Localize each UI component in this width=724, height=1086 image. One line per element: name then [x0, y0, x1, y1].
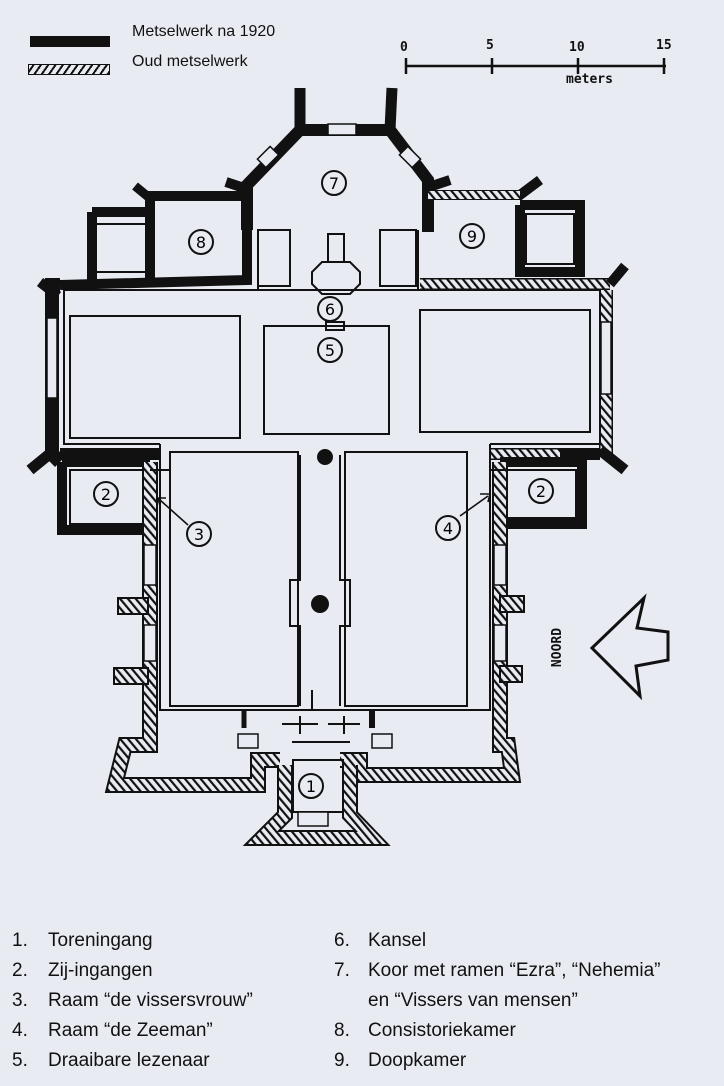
room-marker-2-left-text: 2 — [101, 485, 111, 504]
room-marker-4-text: 4 — [443, 519, 453, 538]
key-number: 9. — [334, 1050, 350, 1071]
room-marker-6-text: 6 — [325, 300, 335, 319]
legend-label-new: Metselwerk na 1920 — [132, 23, 276, 40]
column-north — [317, 449, 333, 465]
key-item: 7. Koor met ramen “Ezra”, “Nehemia” — [334, 956, 724, 986]
key-number: 5. — [12, 1050, 28, 1071]
key-text: Toreningang — [48, 930, 153, 951]
key-number: 6. — [334, 930, 350, 951]
scale-tick-5: 5 — [486, 38, 494, 53]
scale-unit: meters — [566, 72, 613, 87]
interior-outlines — [63, 229, 601, 743]
key-text: Draaibare lezenaar — [48, 1050, 210, 1071]
key-right: 6. Kansel 7. Koor met ramen “Ezra”, “Nehem… — [334, 926, 724, 1076]
key-number: 2. — [12, 960, 28, 981]
room-marker-2-right: 2 — [528, 478, 554, 504]
key-number: 3. — [12, 990, 28, 1011]
room-marker-2-right-text: 2 — [536, 482, 546, 501]
key-item: 9. Doopkamer — [334, 1046, 724, 1076]
key-text: Koor met ramen “Ezra”, “Nehemia” — [368, 960, 661, 981]
key-item: 1. Toreningang — [12, 926, 253, 956]
room-marker-5-text: 5 — [325, 341, 335, 360]
key-number: 1. — [12, 930, 28, 951]
north-arrow-icon — [589, 593, 670, 701]
window-pointers — [156, 493, 492, 526]
key-text: Raam “de vissersvrouw” — [48, 990, 253, 1011]
room-marker-8-text: 8 — [196, 233, 206, 252]
room-marker-3: 3 — [186, 521, 212, 547]
column-south — [311, 595, 329, 613]
baptism-room-walls — [420, 176, 629, 290]
nave-walls — [104, 462, 525, 793]
compass-label: NOORD — [550, 627, 566, 668]
room-marker-9-text: 9 — [467, 227, 477, 246]
room-marker-1-text: 1 — [306, 777, 316, 796]
key-text: en “Vissers van mensen” — [368, 990, 578, 1011]
key-left: 1. Toreningang 2. Zij-ingangen 3. Raam “de … — [12, 926, 253, 1076]
transept-walls — [26, 278, 629, 475]
legend-swatch-new — [30, 36, 110, 47]
room-marker-4: 4 — [435, 515, 461, 541]
room-marker-7: 7 — [321, 170, 347, 196]
key-item: 6. Kansel — [334, 926, 724, 956]
key-item: 5. Draaibare lezenaar — [12, 1046, 253, 1076]
tower-walls — [237, 710, 393, 846]
consistory-room-walls — [59, 182, 252, 290]
room-marker-1: 1 — [298, 773, 324, 799]
key-text: Consistoriekamer — [368, 1020, 516, 1041]
scale-tick-0: 0 — [400, 40, 408, 55]
room-marker-8: 8 — [188, 229, 214, 255]
room-marker-6: 6 — [317, 296, 343, 322]
key-number: 7. — [334, 960, 350, 981]
key-item: 4. Raam “de Zeeman” — [12, 1016, 253, 1046]
key-number: 8. — [334, 1020, 350, 1041]
legend-label-old: Oud metselwerk — [132, 53, 248, 70]
key-item: 2. Zij-ingangen — [12, 956, 253, 986]
key-number: 4. — [12, 1020, 28, 1041]
key-text: Zij-ingangen — [48, 960, 153, 981]
room-marker-2-left: 2 — [93, 481, 119, 507]
key-item: 3. Raam “de vissersvrouw” — [12, 986, 253, 1016]
room-marker-3-text: 3 — [194, 525, 204, 544]
choir-walls — [224, 87, 452, 232]
scale-line — [404, 58, 666, 74]
room-marker-5: 5 — [317, 337, 343, 363]
key-item: 8. Consistoriekamer — [334, 1016, 724, 1046]
key-text: Raam “de Zeeman” — [48, 1020, 213, 1041]
key-item: en “Vissers van mensen” — [334, 986, 724, 1016]
key-text: Doopkamer — [368, 1050, 467, 1071]
legend-swatch-old — [28, 64, 110, 75]
scale-tick-15: 15 — [656, 38, 672, 53]
key-text: Kansel — [368, 930, 427, 951]
room-marker-9: 9 — [459, 223, 485, 249]
room-marker-7-text: 7 — [329, 174, 339, 193]
scale-tick-10: 10 — [569, 40, 585, 55]
